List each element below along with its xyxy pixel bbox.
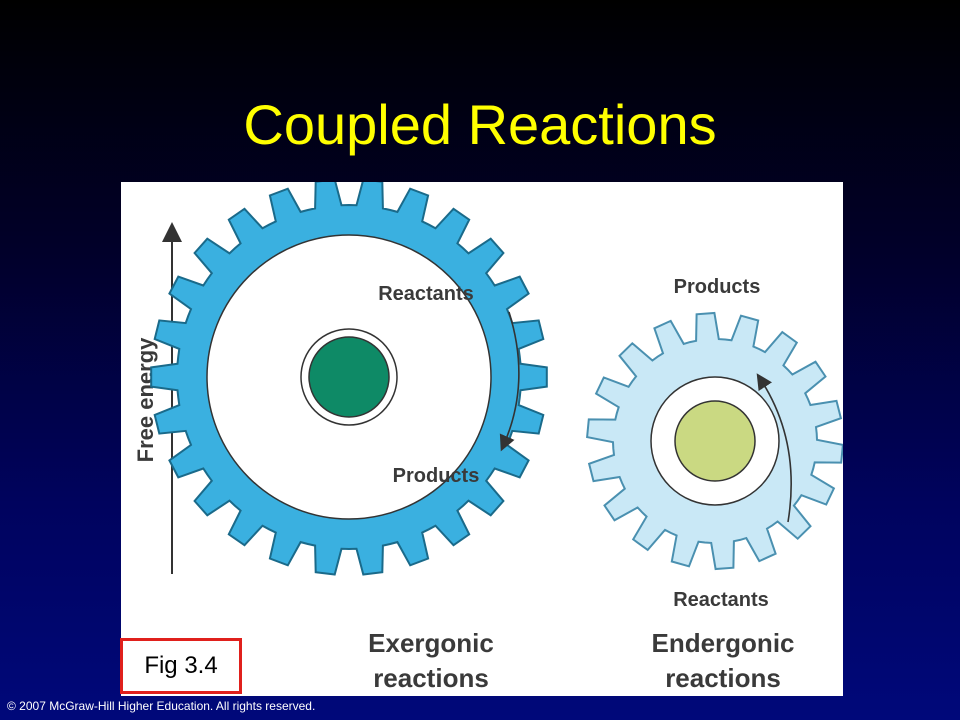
small-gear-bottom-label: Reactants: [673, 589, 769, 611]
large-gear-bottom-label: Products: [393, 465, 480, 487]
coupled-gears-diagram: Free energy Reactants Products Products …: [133, 182, 843, 693]
large-gear-rotation-arrow: [499, 311, 520, 452]
free-energy-axis-label: Free energy: [133, 337, 158, 462]
figure-number-label: Fig 3.4: [120, 638, 242, 694]
slide-title: Coupled Reactions: [243, 93, 717, 156]
exergonic-caption-line1: Exergonic: [368, 628, 494, 658]
exergonic-caption-line2: reactions: [373, 663, 489, 693]
figure-panel: Free energy Reactants Products Products …: [121, 182, 843, 696]
large-gear-hub: [308, 336, 390, 418]
large-gear-top-label: Reactants: [378, 283, 474, 305]
endergonic-caption-line1: Endergonic: [651, 628, 794, 658]
small-gear-top-label: Products: [674, 276, 761, 298]
endergonic-caption-line2: reactions: [665, 663, 781, 693]
small-gear-rotation-arrow: [756, 373, 792, 523]
small-gear-hub: [674, 400, 756, 482]
copyright-notice: © 2007 McGraw-Hill Higher Education. All…: [7, 699, 316, 713]
